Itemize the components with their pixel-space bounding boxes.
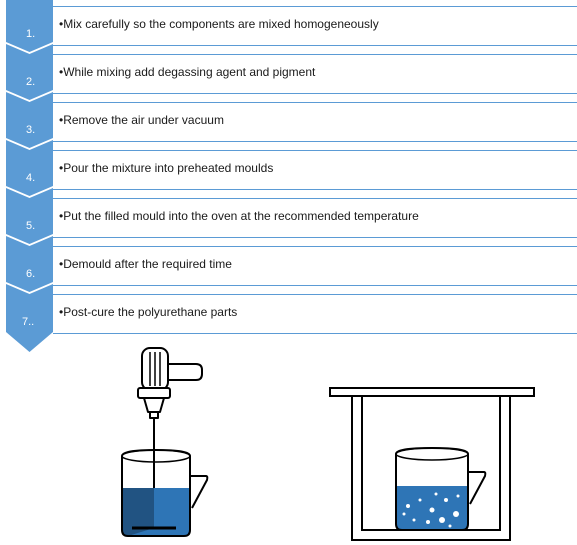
step-7-text: •Post-cure the polyurethane parts [59,305,238,319]
drill-icon [137,347,203,419]
step-4-text: •Pour the mixture into preheated moulds [59,161,274,175]
step-6-number: 6. [26,268,36,280]
step-2-chevron: 2. [6,44,53,100]
step-6-chevron: 6. [6,236,53,292]
step-7-number: 7.. [22,316,35,328]
beaker-left-icon [121,448,209,537]
illustrations [121,347,535,541]
step-3-chevron: 3. [6,92,53,148]
step-2-text: •While mixing add degassing agent and pi… [59,65,316,79]
step-6-box: •Demould after the required time [53,246,577,286]
process-steps: 1. •Mix carefully so the components are … [6,0,577,352]
step-5-chevron: 5. [6,188,53,244]
step-1-box: •Mix carefully so the components are mix… [53,6,577,46]
step-1-number: 1. [26,28,36,40]
air-bubbles [402,492,460,528]
drill-mixer-in-beaker-icon [121,347,209,537]
step-1-chevron: 1. [6,0,53,52]
step-3-box: •Remove the air under vacuum [53,102,577,142]
step-4-chevron: 4. [6,140,53,196]
step-3-text: •Remove the air under vacuum [59,113,224,127]
step-3-number: 3. [26,124,36,136]
step-7-chevron: 7.. [6,284,53,352]
step-7-box: •Post-cure the polyurethane parts [53,294,577,334]
step-1-text: •Mix carefully so the components are mix… [59,17,379,31]
step-5-box: •Put the filled mould into the oven at t… [53,198,577,238]
step-2-box: •While mixing add degassing agent and pi… [53,54,577,94]
beaker-right-icon [395,446,487,531]
step-5-text: •Put the filled mould into the oven at t… [59,209,419,223]
beaker-in-vacuum-chamber-icon [329,387,535,541]
step-4-number: 4. [26,172,36,184]
step-2-number: 2. [26,76,36,88]
step-4-box: •Pour the mixture into preheated moulds [53,150,577,190]
step-6-text: •Demould after the required time [59,257,232,271]
step-5-number: 5. [26,220,36,232]
